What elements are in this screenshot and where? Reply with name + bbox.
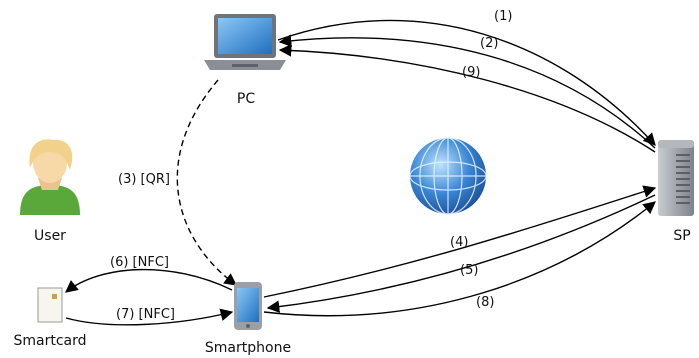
edge-4 xyxy=(263,185,657,298)
edges xyxy=(65,19,657,326)
server-icon xyxy=(658,140,694,216)
globe-icon xyxy=(409,137,487,215)
edge-5 xyxy=(266,194,656,313)
edge-6 xyxy=(65,268,233,293)
edge-2 xyxy=(278,34,656,149)
edge-1 xyxy=(277,19,656,146)
edge-label-2: (2) xyxy=(480,36,498,51)
edge-label-8: (8) xyxy=(476,295,494,310)
smartphone-label: Smartphone xyxy=(205,340,291,356)
edge-label-5: (5) xyxy=(460,263,478,278)
edge-7 xyxy=(65,308,234,326)
edge-8 xyxy=(263,201,656,317)
edge-label-1: (1) xyxy=(494,9,512,24)
edge-9 xyxy=(278,44,656,153)
laptop-icon xyxy=(204,14,286,70)
smartcard-icon xyxy=(37,287,63,323)
smartphone-icon xyxy=(234,282,262,330)
smartcard-label: Smartcard xyxy=(13,333,86,349)
edge-label-9: (9) xyxy=(462,65,480,80)
edge-label-3: (3) [QR] xyxy=(118,172,170,187)
edge-label-7: (7) [NFC] xyxy=(116,307,175,322)
edge-label-6: (6) [NFC] xyxy=(110,255,169,270)
edge-3 xyxy=(176,79,238,286)
pc-label: PC xyxy=(237,91,255,107)
sp-label: SP xyxy=(673,228,690,244)
user-avatar-icon xyxy=(20,139,80,215)
edge-label-4: (4) xyxy=(450,235,468,250)
user-label: User xyxy=(34,228,66,244)
